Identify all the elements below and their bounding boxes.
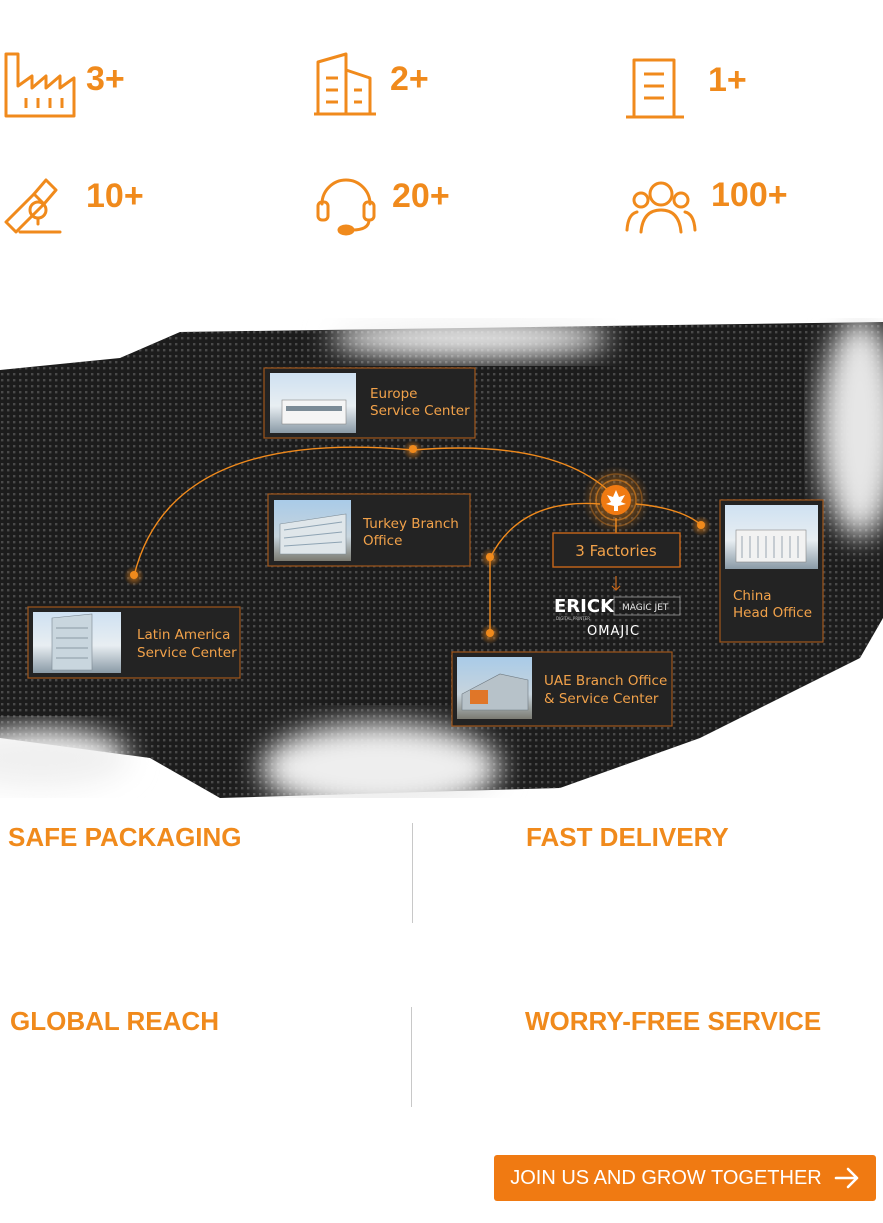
location-pin-icon (124, 440, 711, 644)
brand-omajic-logo: OMAJIC (587, 624, 640, 639)
stat-value: 3+ (86, 59, 125, 98)
brand-magicjet-logo: MAGIC JET (622, 603, 669, 613)
stat-value: 10+ (86, 176, 144, 215)
card-turkey-branch-office[interactable]: Turkey Branch Office (267, 493, 471, 567)
brand-erick-logo: ERICK (554, 596, 615, 617)
factories-box[interactable]: 3 Factories (552, 532, 681, 591)
card-uae-branch-office[interactable]: UAE Branch Office & Service Center (451, 651, 673, 727)
arrow-right-icon (834, 1167, 859, 1189)
card-subtitle: Service Center (137, 645, 237, 661)
card-europe-service-center[interactable]: Europe Service Center (263, 367, 476, 439)
card-subtitle: Head Office (733, 605, 812, 621)
stat-value: 100+ (711, 175, 788, 214)
feature-worry-free-service: WORRY-FREE SERVICE (525, 1006, 822, 1036)
card-title: China (733, 588, 772, 604)
card-latin-america-service-center[interactable]: Latin America Service Center (27, 606, 241, 679)
card-subtitle: Service Center (370, 403, 470, 419)
stat-team: 100+ (625, 172, 788, 236)
card-china-head-office[interactable]: China Head Office (719, 499, 824, 643)
document-building-icon (626, 58, 684, 119)
factory-icon (4, 52, 76, 118)
feature-global-reach: GLOBAL REACH (10, 1006, 219, 1036)
stat-value: 20+ (392, 176, 450, 215)
feature-fast-delivery: FAST DELIVERY (526, 822, 729, 852)
stat-value: 2+ (390, 59, 429, 98)
card-title: UAE Branch Office (544, 673, 667, 689)
microscope-icon (4, 178, 62, 234)
stat-rd: 10+ (0, 170, 144, 236)
office-building-icon (314, 52, 376, 116)
feature-safe-packaging: SAFE PACKAGING (8, 822, 242, 852)
headset-icon (316, 178, 376, 236)
team-icon (625, 181, 697, 234)
card-title: Latin America (137, 627, 230, 643)
divider (412, 823, 413, 923)
divider (411, 1007, 412, 1107)
stat-factories: 3+ (2, 48, 125, 120)
card-subtitle: Office (363, 533, 402, 549)
card-subtitle: & Service Center (544, 691, 659, 707)
card-title: Turkey Branch (362, 516, 459, 532)
stat-value: 1+ (708, 60, 747, 99)
world-map: Europe Service Center Turkey Branch Offi… (0, 318, 883, 798)
join-us-button[interactable]: JOIN US AND GROW TOGETHER (494, 1155, 876, 1201)
join-us-label: JOIN US AND GROW TOGETHER (510, 1166, 822, 1189)
factories-label: 3 Factories (575, 542, 657, 560)
stat-offices: 2+ (312, 52, 429, 118)
brand-logos: ERICK DIGITAL PRINTER MAGIC JET OMAJIC (554, 596, 681, 639)
brand-erick-sub: DIGITAL PRINTER (556, 616, 590, 621)
stat-head-office: 1+ (624, 56, 747, 120)
stat-support: 20+ (314, 170, 450, 236)
maple-leaf-hub-icon (582, 466, 650, 534)
card-title: Europe (370, 386, 417, 402)
